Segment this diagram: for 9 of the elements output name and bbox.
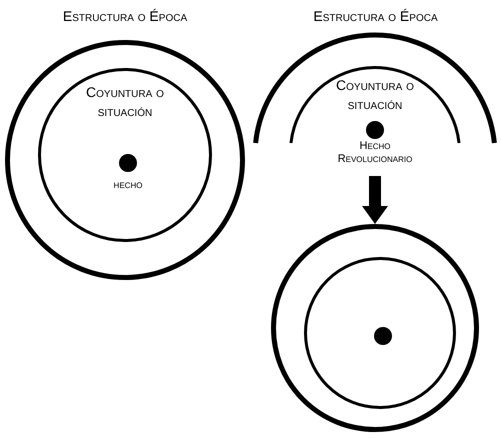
dot-label: Hecho Revolucionario [336,140,414,166]
ring-label: Estructura o Época [62,7,188,26]
inner-ring [38,68,212,242]
ring-label: Coyuntura o situación [85,83,165,121]
ring-label: Coyuntura o situación [335,76,415,114]
ring-label: Estructura o Época [313,7,438,26]
dot-label: hecho [114,176,142,192]
outer-ring [271,224,479,432]
inner-ring [304,257,456,409]
